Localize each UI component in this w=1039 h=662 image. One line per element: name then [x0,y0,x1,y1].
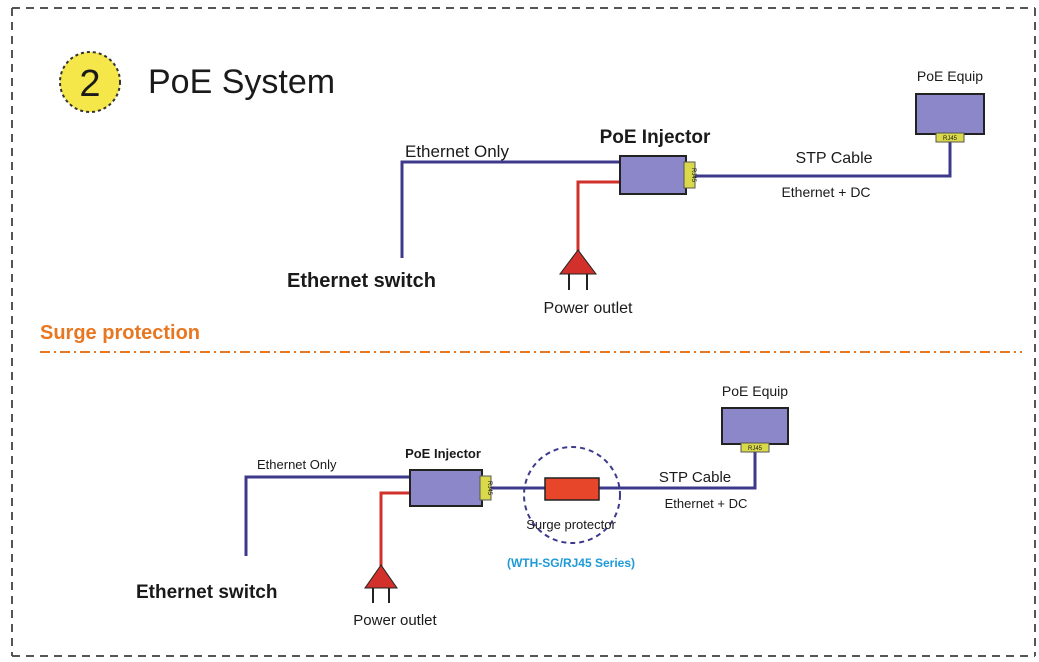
bottom-power-cable [379,491,410,567]
top-ethernet-cable [400,160,620,258]
bottom-ethernet-switch-label: Ethernet switch [136,582,277,603]
top-injector-rj45-port [683,161,696,189]
top-diagram: RJ45 PoE Injector RJ45 PoE Equip Power o… [287,68,985,317]
top-equip-rj45-label: RJ45 [943,136,958,142]
top-power-cable [576,180,620,252]
bottom-power-outlet-icon [364,564,398,603]
top-stp-cable-label: STP Cable [795,150,872,167]
bottom-poe-injector-label: PoE Injector [405,446,481,461]
top-ethernet-switch-label: Ethernet switch [287,270,436,292]
page-title: PoE System [148,63,335,101]
top-power-outlet-label: Power outlet [544,300,633,317]
top-poe-injector-label: PoE Injector [600,127,711,148]
bottom-injector-rj45-port [479,475,492,501]
step-badge: 2 [59,51,121,113]
top-stp-cable [694,142,952,178]
bottom-equip-rj45-port [740,442,770,453]
surge-protector-label: Surge protector [526,517,616,532]
top-injector-rj45-label: RJ45 [690,168,696,183]
series-label: (WTH-SG/RJ45 Series) [507,556,635,570]
outer-dashed-border [11,7,1036,657]
top-power-outlet-icon [559,249,597,290]
bottom-ethernet-only-label: Ethernet Only [257,457,337,472]
bottom-stp-cable-label: STP Cable [659,469,731,486]
surge-protector-box [544,477,600,501]
surge-protector-highlight-circle [523,446,621,544]
top-ethernet-only-label: Ethernet Only [405,142,509,161]
step-number: 2 [79,63,100,105]
bottom-equip-rj45-label: RJ45 [748,446,763,452]
surge-protection-heading: Surge protection [40,322,200,344]
bottom-ethernet-cable [244,475,410,556]
top-poe-equip-box [915,93,985,135]
top-ethernet-dc-label: Ethernet + DC [781,184,870,200]
bottom-ethernet-dc-label: Ethernet + DC [665,496,748,511]
top-poe-equip-label: PoE Equip [917,68,983,84]
bottom-diagram: RJ45 PoE Injector Surge protector (WTH-S… [136,383,789,629]
bottom-poe-equip-label: PoE Equip [722,383,788,399]
top-equip-rj45-port [935,132,965,143]
bottom-poe-equip-box [721,407,789,445]
bottom-injector-rj45-label: RJ45 [486,481,492,496]
bottom-power-outlet-label: Power outlet [353,612,437,629]
bottom-poe-injector-box [409,469,483,507]
top-poe-injector-box [619,155,687,195]
